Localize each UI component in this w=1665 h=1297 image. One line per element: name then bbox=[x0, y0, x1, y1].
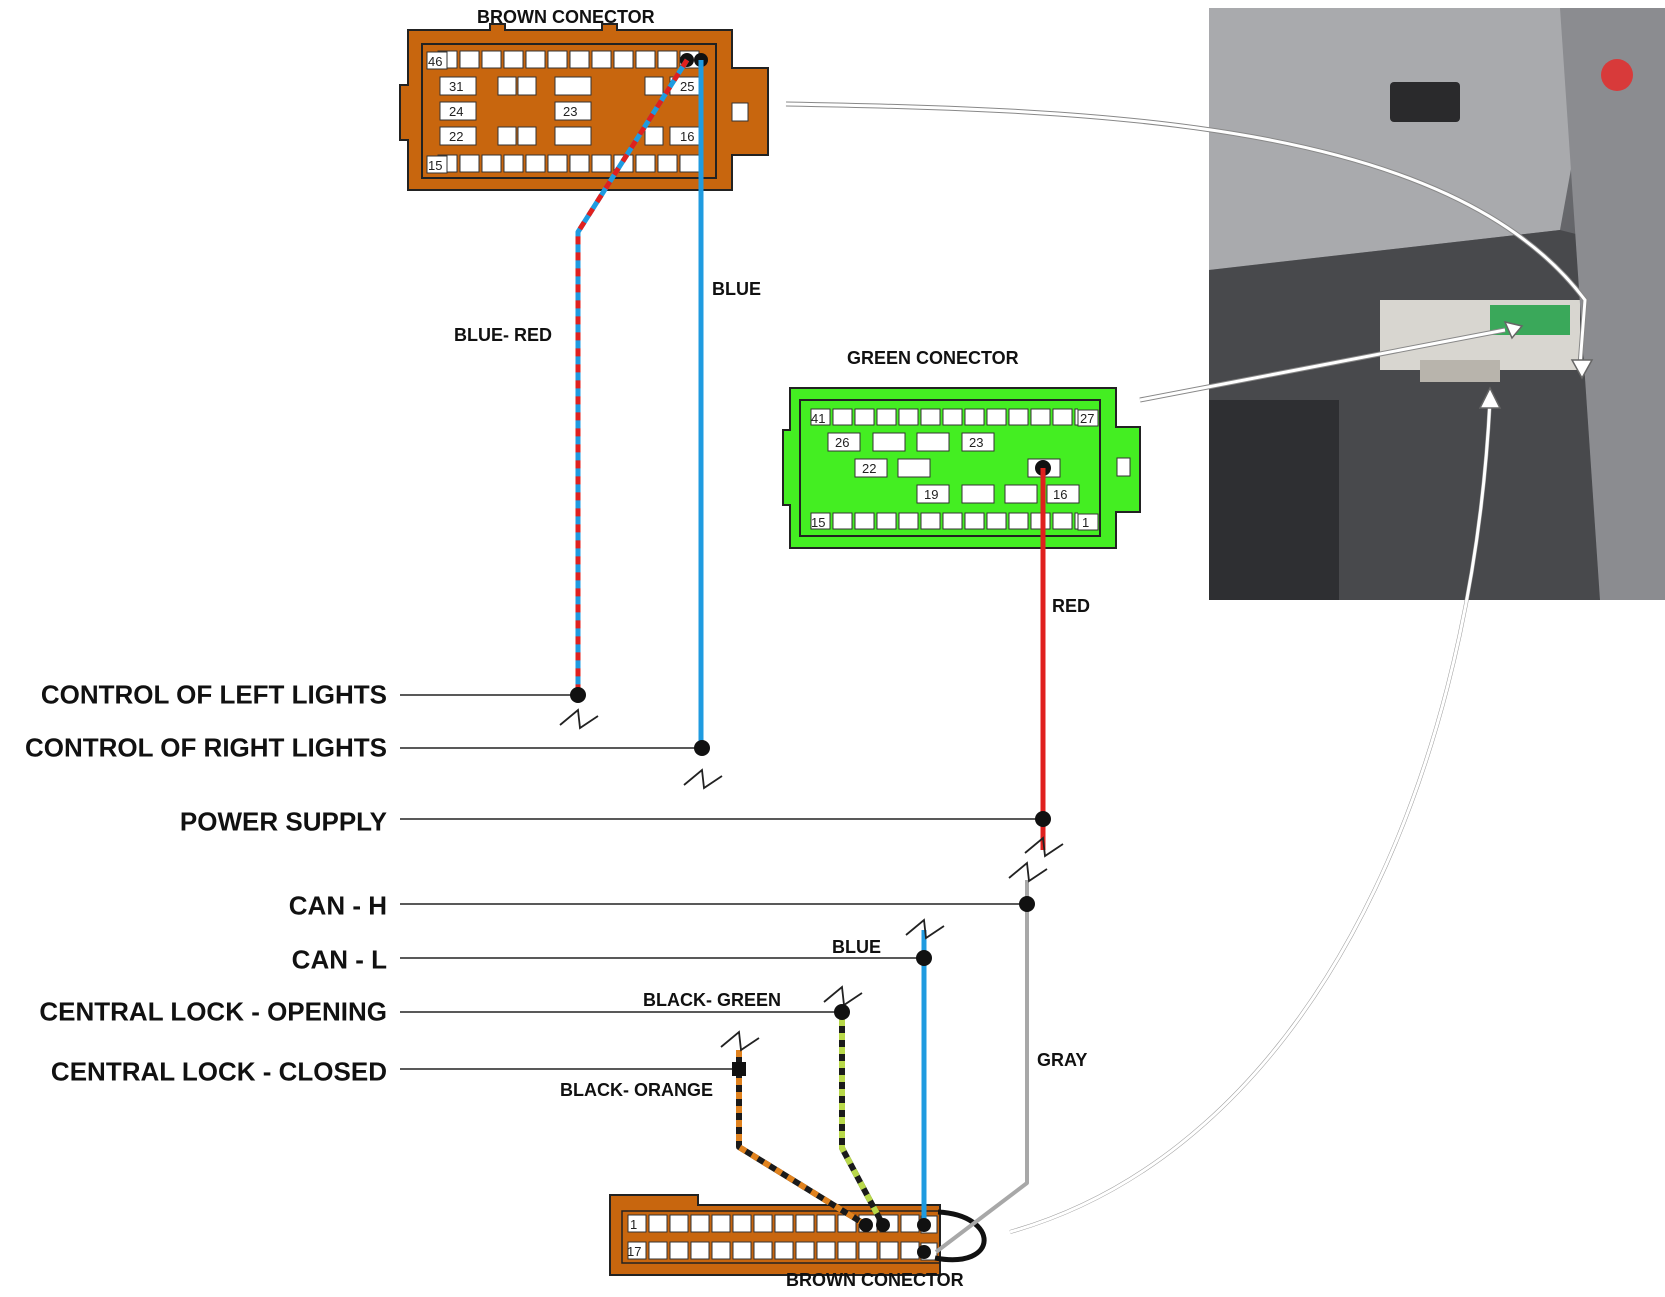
pin-label-23: 23 bbox=[563, 104, 577, 119]
wire-black-green-stripe bbox=[839, 1005, 886, 1227]
wire-black-orange bbox=[736, 1050, 868, 1228]
bottom-pin-dot-1 bbox=[859, 1218, 873, 1232]
wire-label-blue-red: BLUE- RED bbox=[454, 325, 552, 345]
signal-label-lock-closed: CENTRAL LOCK - CLOSED bbox=[50, 1056, 387, 1087]
wire-label-black-orange: BLACK- ORANGE bbox=[560, 1080, 713, 1100]
green-pin-label-16: 16 bbox=[1053, 487, 1067, 502]
wire-label-gray: GRAY bbox=[1037, 1050, 1088, 1070]
green-pin-label-41: 41 bbox=[811, 411, 825, 426]
pin-label-46: 46 bbox=[428, 54, 442, 69]
pin-label-31: 31 bbox=[449, 79, 463, 94]
green-pin-label-15: 15 bbox=[811, 515, 825, 530]
signal-label-left-lights: CONTROL OF LEFT LIGHTS bbox=[40, 679, 387, 710]
signal-label-right-lights: CONTROL OF RIGHT LIGHTS bbox=[24, 732, 387, 763]
signal-label-can-h: CAN - H bbox=[288, 890, 387, 921]
pin-label-22: 22 bbox=[449, 129, 463, 144]
pin-label-16: 16 bbox=[680, 129, 694, 144]
junction-can-h bbox=[1019, 896, 1035, 912]
green-pin-label-23: 23 bbox=[969, 435, 983, 450]
bottom-pin-label-1: 1 bbox=[630, 1217, 637, 1232]
brown-connector-top: 46 31 24 22 15 25 23 16 bbox=[399, 23, 769, 191]
junction-dots bbox=[570, 687, 1051, 1259]
arrow-heads bbox=[1478, 320, 1594, 409]
green-connector: 41 27 26 23 22 19 16 15 1 bbox=[782, 387, 1141, 549]
green-pin-label-26: 26 bbox=[835, 435, 849, 450]
junction-lock-closed bbox=[732, 1062, 746, 1076]
wire-label-red: RED bbox=[1052, 596, 1091, 616]
junction-can-l bbox=[916, 950, 932, 966]
wire-black-orange-stripe bbox=[736, 1050, 868, 1228]
green-pin-label-1: 1 bbox=[1082, 515, 1089, 530]
green-connector-title: GREEN CONECTOR bbox=[847, 348, 1019, 368]
pin-label-24: 24 bbox=[449, 104, 463, 119]
pin-label-25: 25 bbox=[680, 79, 694, 94]
dashboard-photo bbox=[1209, 8, 1665, 600]
signal-label-lock-opening: CENTRAL LOCK - OPENING bbox=[39, 996, 387, 1027]
bottom-connector-loop bbox=[934, 1209, 987, 1263]
signal-label-can-l: CAN - L bbox=[291, 944, 387, 975]
wire-label-blue-top: BLUE bbox=[712, 279, 761, 299]
junction-right-lights bbox=[694, 740, 710, 756]
pin-label-15: 15 bbox=[428, 158, 442, 173]
bottom-pin-label-17: 17 bbox=[627, 1244, 641, 1259]
pointer-curves bbox=[785, 101, 1588, 1234]
bottom-pin-dot-2 bbox=[876, 1218, 890, 1232]
wire-label-blue-bottom: BLUE bbox=[832, 937, 881, 957]
green-pin-label-22: 22 bbox=[862, 461, 876, 476]
signal-label-power-supply: POWER SUPPLY bbox=[179, 806, 387, 837]
signal-lines bbox=[400, 694, 1043, 1070]
wire-breaks bbox=[559, 708, 1064, 1052]
bottom-pin-dot-3 bbox=[917, 1218, 931, 1232]
junction-left-lights bbox=[570, 687, 586, 703]
wire-gray bbox=[934, 880, 1029, 1254]
wire-black-green bbox=[839, 1005, 886, 1227]
wire-label-black-green: BLACK- GREEN bbox=[643, 990, 781, 1010]
brown-connector-bottom: 1 17 bbox=[609, 1194, 987, 1276]
junction-lock-opening bbox=[834, 1004, 850, 1020]
top-brown-connector-title: BROWN CONECTOR bbox=[477, 7, 655, 27]
wires bbox=[575, 58, 1046, 1254]
bottom-brown-connector-title: BROWN CONECTOR bbox=[786, 1270, 964, 1290]
green-pin-label-19: 19 bbox=[924, 487, 938, 502]
wire-blue-red-stripe bbox=[575, 58, 690, 695]
bottom-pin-dot-4 bbox=[917, 1245, 931, 1259]
green-pin-label-27: 27 bbox=[1080, 411, 1094, 426]
junction-power-supply bbox=[1035, 811, 1051, 827]
